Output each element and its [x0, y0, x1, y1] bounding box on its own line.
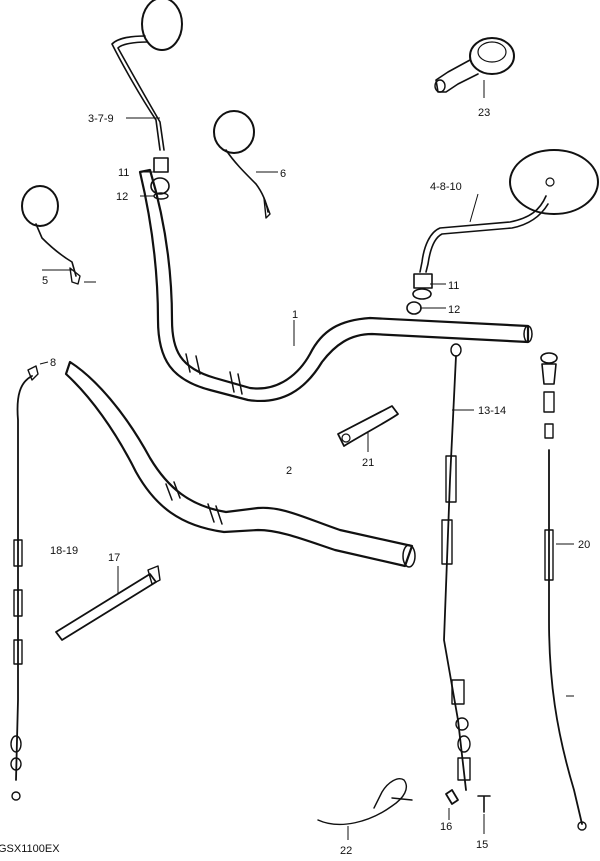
callout-2: 2 [286, 465, 292, 477]
cable-18-19 [10, 365, 39, 801]
callout-13-14: 13-14 [478, 405, 506, 417]
callout-16: 16 [440, 821, 452, 833]
callout-23: 23 [478, 107, 490, 119]
callout-1: 1 [292, 309, 298, 321]
callout-8: 8 [50, 357, 56, 369]
callout-22: 22 [340, 845, 352, 856]
callout-11-left: 11 [118, 167, 129, 179]
model-code: GSX1100EX [0, 843, 60, 855]
leader-lines [39, 80, 574, 840]
callout-11-right: 11 [448, 280, 459, 292]
callout-18-19: 18-19 [50, 545, 78, 557]
switch-housing-23 [434, 37, 515, 93]
callout-15: 15 [476, 839, 488, 851]
callout-21: 21 [362, 457, 374, 469]
mirror-small-5 [21, 185, 81, 285]
callout-5: 5 [42, 275, 48, 287]
screw-15 [477, 795, 491, 813]
cable-13-14 [441, 343, 471, 791]
callout-17: 17 [108, 552, 120, 564]
callout-12-right: 12 [448, 304, 460, 316]
part-16 [445, 789, 459, 805]
callout-12-left: 12 [116, 191, 128, 203]
callout-20: 20 [578, 539, 590, 551]
upper-handlebar [138, 168, 533, 403]
mirror-right-large [406, 149, 599, 315]
callout-labels: 3-7-9 11 12 6 5 4-8-10 11 12 23 1 2 8 13… [0, 107, 590, 857]
part-17 [55, 565, 161, 641]
callout-4-8-10: 4-8-10 [430, 181, 462, 193]
part-22 [317, 778, 413, 826]
clamp-21 [337, 405, 399, 447]
callout-6: 6 [280, 168, 286, 180]
mirror-small-6 [213, 110, 271, 219]
cable-20 [540, 352, 587, 831]
lower-handlebar [64, 360, 416, 568]
callout-3-7-9: 3-7-9 [88, 113, 114, 125]
